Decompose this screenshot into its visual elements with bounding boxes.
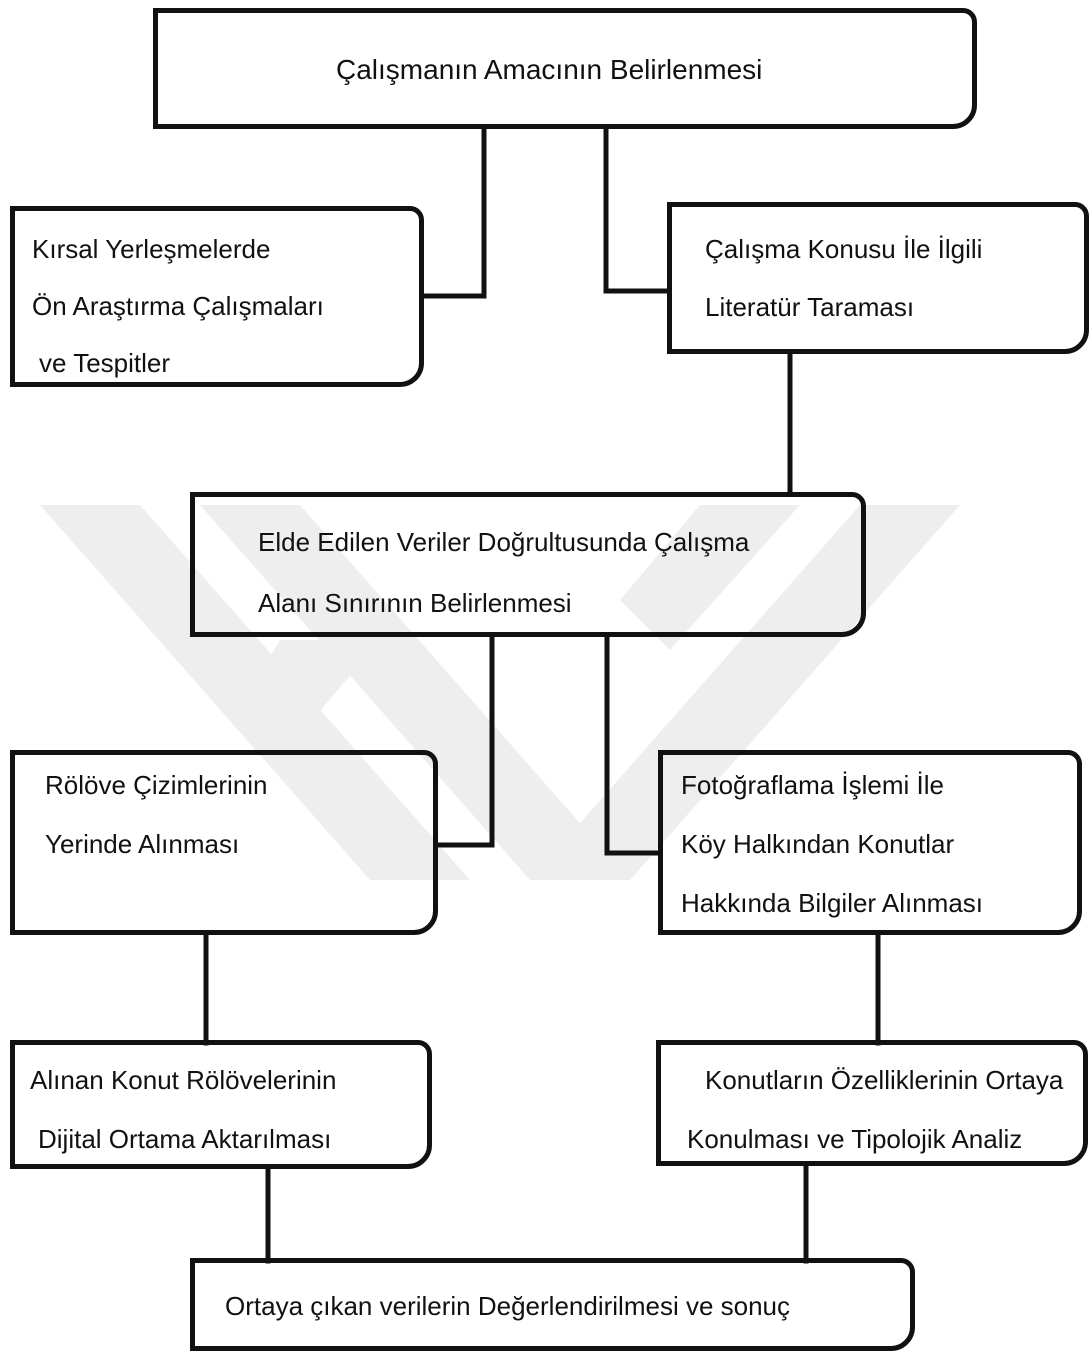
survey-line-1: Rölöve Çizimlerinin bbox=[45, 770, 268, 800]
connector-goal-literature bbox=[603, 125, 671, 294]
boundary-line-2: Alanı Sınırının Belirlenmesi bbox=[258, 588, 572, 618]
literature-line-1: Çalışma Konusu İle İlgili bbox=[705, 234, 983, 264]
analysis-line-1: Konutların Özelliklerinin Ortaya bbox=[705, 1065, 1064, 1095]
photo-line-2: Köy Halkından Konutlar bbox=[681, 829, 955, 859]
box-survey-drawings: Rölöve Çizimlerinin Yerinde Alınması bbox=[10, 750, 438, 935]
box-typological-analysis: Konutların Özelliklerinin Ortaya Konulma… bbox=[656, 1040, 1088, 1166]
result-line-1: Ortaya çıkan verilerin Değerlendirilmesi… bbox=[225, 1291, 791, 1321]
box-literature-review: Çalışma Konusu İle İlgili Literatür Tara… bbox=[667, 202, 1089, 354]
connector-goal-preliminary bbox=[420, 125, 487, 299]
analysis-line-2: Konulması ve Tipolojik Analiz bbox=[687, 1124, 1023, 1154]
box-digital-transfer: Alınan Konut Rölövelerinin Dijital Ortam… bbox=[10, 1040, 432, 1169]
study-goal-line-1: Çalışmanın Amacının Belirlenmesi bbox=[336, 54, 763, 85]
photo-line-1: Fotoğraflama İşlemi İle bbox=[681, 770, 944, 800]
digital-line-1: Alınan Konut Rölövelerinin bbox=[30, 1065, 337, 1095]
box-study-goal: Çalışmanın Amacının Belirlenmesi bbox=[153, 8, 977, 129]
preliminary-line-1: Kırsal Yerleşmelerde bbox=[32, 234, 271, 264]
literature-line-2: Literatür Taraması bbox=[705, 292, 915, 322]
box-study-area-boundary: Elde Edilen Veriler Doğrultusunda Çalışm… bbox=[190, 492, 866, 637]
box-evaluation-result: Ortaya çıkan verilerin Değerlendirilmesi… bbox=[190, 1258, 915, 1351]
box-preliminary-research: Kırsal Yerleşmelerde Ön Araştırma Çalışm… bbox=[10, 206, 424, 387]
box-photography-interviews: Fotoğraflama İşlemi İle Köy Halkından Ko… bbox=[658, 750, 1082, 935]
digital-line-2: Dijital Ortama Aktarılması bbox=[38, 1124, 332, 1154]
connector-boundary-survey bbox=[434, 633, 495, 848]
connector-boundary-photo bbox=[604, 633, 663, 856]
preliminary-line-3: ve Tespitler bbox=[39, 348, 171, 378]
survey-line-2: Yerinde Alınması bbox=[45, 829, 240, 859]
boundary-line-1: Elde Edilen Veriler Doğrultusunda Çalışm… bbox=[258, 527, 750, 557]
preliminary-line-2: Ön Araştırma Çalışmaları bbox=[32, 291, 324, 321]
photo-line-3: Hakkında Bilgiler Alınması bbox=[681, 888, 984, 918]
